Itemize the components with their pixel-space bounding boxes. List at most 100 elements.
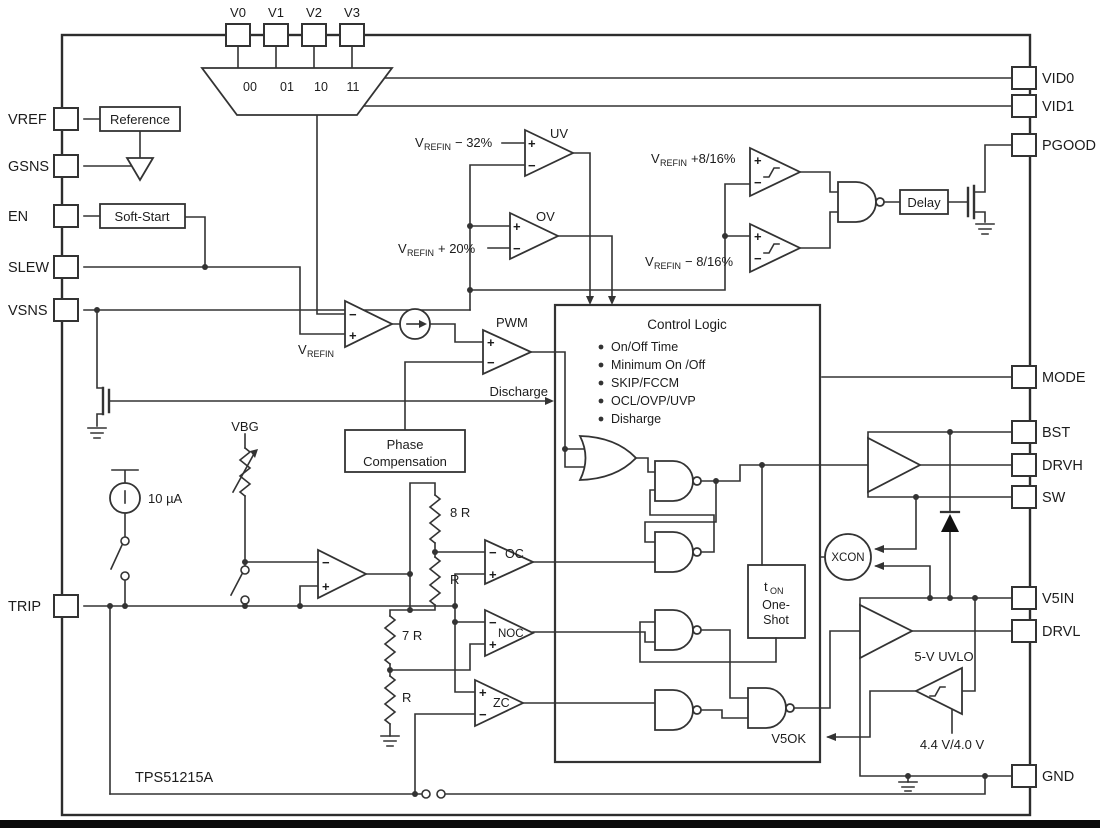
trip-amp-plus: +	[322, 579, 330, 594]
pin-drvl	[1011, 619, 1037, 643]
nand-gate-3	[654, 609, 694, 651]
or-gate	[578, 435, 638, 481]
label-uv: UV	[550, 126, 568, 141]
pgood-nand-bubble	[875, 197, 885, 207]
hysteresis-glyph-uvlo	[929, 686, 946, 697]
oc-comparator	[484, 538, 536, 586]
resistor-vbg	[238, 446, 252, 498]
discharge-arrow	[545, 397, 554, 405]
label-discharge: Discharge	[489, 384, 548, 399]
drvh-driver	[867, 436, 922, 494]
pwm-minus: −	[487, 355, 495, 370]
label-pin-bst: BST	[1042, 425, 1070, 441]
pin-v5in	[1011, 586, 1037, 610]
wire-bottom-rails	[109, 775, 986, 795]
nand-gate-1	[654, 460, 694, 502]
wire-vid-mux	[237, 45, 1013, 315]
pin-gsns	[53, 154, 79, 178]
ground-discharge-fet	[87, 427, 107, 439]
uv-minus: −	[528, 158, 536, 173]
bullet-1	[598, 344, 604, 350]
resistor-8r	[428, 493, 442, 545]
mux-select-10: 10	[314, 80, 328, 94]
ov-threshold-suffix: + 20%	[438, 241, 476, 256]
wire-zc	[414, 713, 476, 795]
uv-comparator	[524, 128, 576, 178]
label-ov: OV	[536, 209, 555, 224]
pwm-comparator	[482, 328, 534, 376]
resistors	[231, 446, 442, 726]
ov-plus: +	[513, 219, 521, 234]
discharge-fet	[101, 386, 111, 416]
nand-gate-2-bubble	[692, 547, 702, 557]
switch-contact-1	[120, 536, 130, 546]
wire-uv-ov	[469, 142, 613, 311]
label-pin-vref: VREF	[8, 112, 47, 128]
noc-comparator	[484, 608, 536, 658]
control-logic-item-1: On/Off Time	[611, 340, 678, 354]
wire-logic	[522, 351, 869, 719]
label-pin-drvh: DRVH	[1042, 458, 1083, 474]
label-uvlo-threshold: 4.4 V/4.0 V	[920, 737, 985, 752]
wire-pgood-out	[799, 144, 1013, 249]
pgood-high-minus: −	[754, 175, 762, 190]
mux-select-11: 11	[347, 80, 360, 94]
wire-bias	[109, 469, 139, 607]
label-pin-v3: V3	[344, 5, 360, 20]
pin-vid0	[1011, 66, 1037, 90]
label-oc: OC	[505, 547, 524, 561]
mux-select-00: 00	[243, 80, 257, 94]
label-pin-v2: V2	[306, 5, 322, 20]
label-pin-gnd: GND	[1042, 769, 1074, 785]
nand-gate-3-bubble	[692, 625, 702, 635]
rail-contact-1	[421, 789, 431, 799]
label-pin-drvl: DRVL	[1042, 624, 1080, 640]
pin-sw	[1011, 485, 1037, 509]
pgood-low-comparator	[749, 222, 803, 274]
label-pwm: PWM	[496, 315, 528, 330]
pin-drvh	[1011, 453, 1037, 477]
resistor-r1	[428, 555, 442, 607]
uv-plus: +	[528, 136, 536, 151]
pin-en	[53, 204, 79, 228]
zc-comparator	[474, 678, 526, 728]
mux-select-01: 01	[280, 80, 294, 94]
var-resistor-line	[231, 450, 257, 494]
pgood-low-sub: REFIN	[654, 261, 681, 271]
one-shot-line3: Shot	[763, 613, 789, 627]
label-pin-en: EN	[8, 209, 28, 225]
label-phase-2: Compensation	[363, 454, 447, 469]
v5ok-arrow	[826, 733, 836, 741]
one-shot-line2: One-	[762, 598, 790, 612]
pin-bst	[1011, 420, 1037, 444]
vrefin-v: V	[298, 342, 307, 357]
label-pin-v1: V1	[268, 5, 284, 20]
pin-vref	[53, 107, 79, 131]
xcon-arrow-2	[874, 562, 884, 570]
bottom-bar	[0, 820, 1100, 828]
gm-amplifier	[344, 299, 395, 349]
pin-v2	[301, 23, 327, 47]
control-logic-item-4: OCL/OVP/UVP	[611, 394, 696, 408]
nand-gate-2	[654, 531, 694, 573]
label-noc: NOC	[498, 628, 524, 640]
wire-pgood-sense	[469, 183, 751, 291]
ground-divider	[380, 735, 400, 747]
nand-gate-5	[747, 687, 787, 729]
label-v5ok: V5OK	[771, 731, 806, 746]
label-pin-sw: SW	[1042, 490, 1066, 506]
uv-threshold-sub: REFIN	[424, 142, 451, 152]
label-delay: Delay	[907, 195, 941, 210]
current-source-arrowhead	[419, 320, 427, 328]
label-vbg: VBG	[231, 419, 258, 434]
pgood-low-minus: −	[754, 251, 762, 266]
pin-gnd	[1011, 764, 1037, 788]
bullet-5	[598, 416, 604, 422]
pgood-fet	[966, 184, 976, 220]
trip-amp-minus: −	[322, 555, 330, 570]
label-pin-pgood: PGOOD	[1042, 138, 1096, 154]
ov-arrow	[608, 296, 616, 305]
control-logic-item-5: Disharge	[611, 412, 661, 426]
nand-gate-4-bubble	[692, 705, 702, 715]
